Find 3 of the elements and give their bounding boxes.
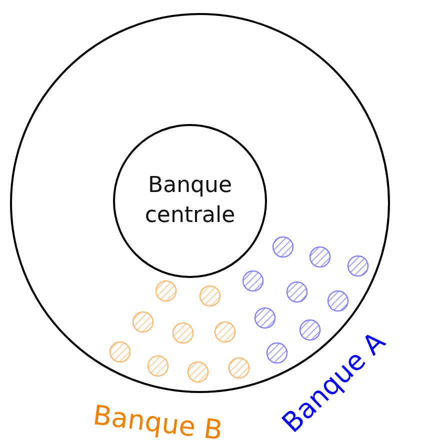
bank-label: Banque B: [91, 400, 224, 446]
node-label: Banque centrale: [144, 172, 236, 230]
circle-node: [113, 124, 267, 278]
